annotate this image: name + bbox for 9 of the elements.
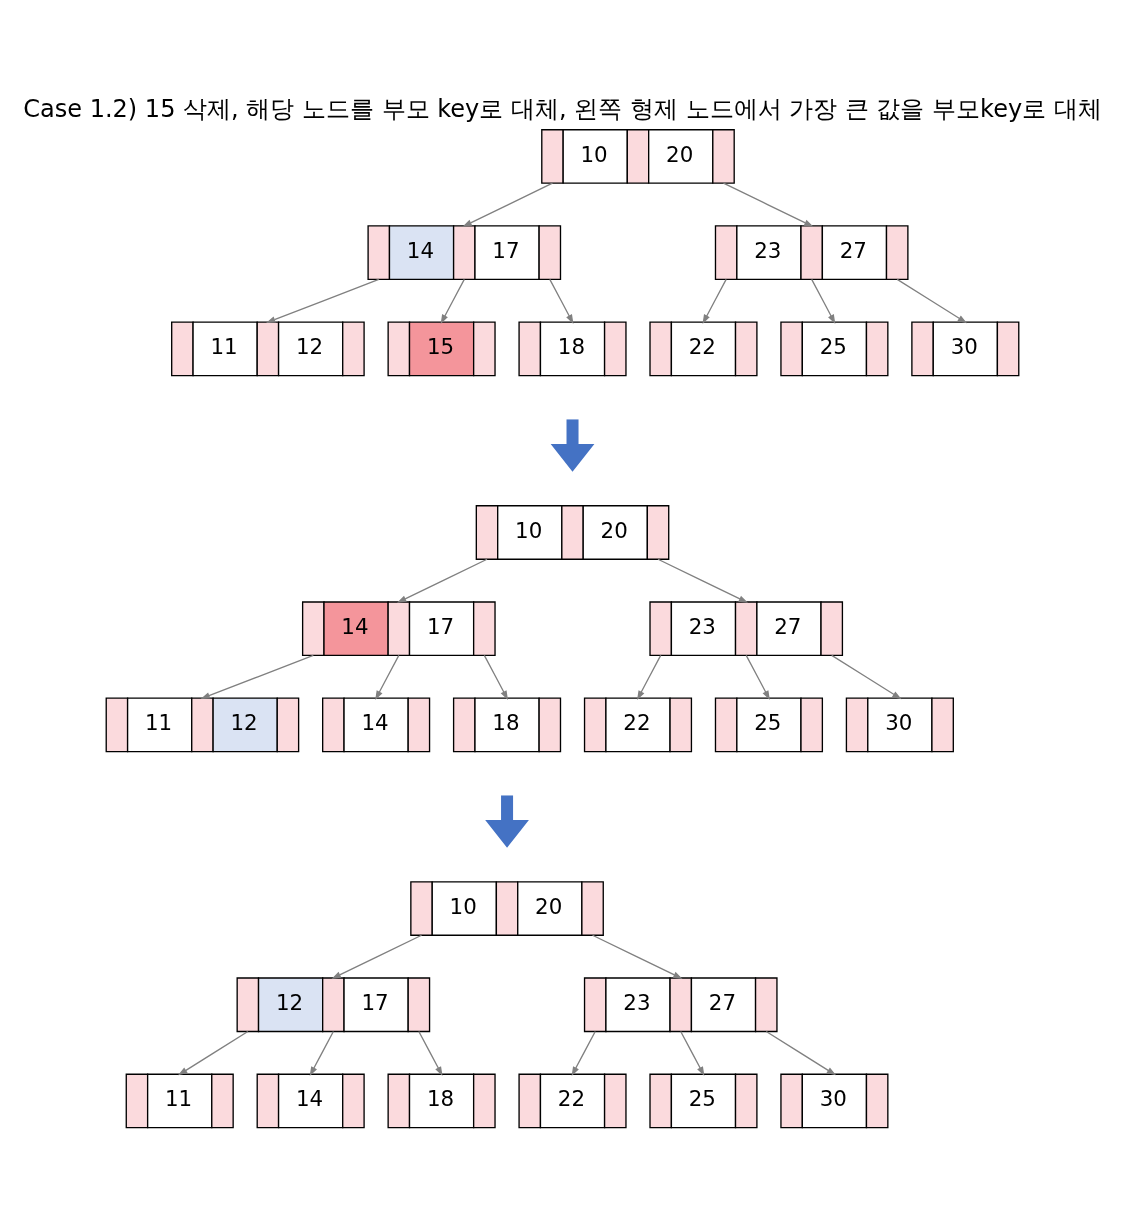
- node-text: 11 12: [144, 709, 258, 735]
- node-text: 23 27: [623, 989, 736, 1015]
- node-text: 23 27: [688, 613, 802, 639]
- node-text: 10 20: [449, 893, 563, 919]
- node-text: 23 27: [754, 237, 867, 263]
- node-text: 10 20: [515, 517, 628, 543]
- diagram-title: Case 1.2) 15 삭제, 해당 노드를 부모 key로 대체, 왼쪽 형제 노드에서 가장 큰 값을 부모key로 대체: [23, 94, 1102, 123]
- node-text: 10 20: [580, 141, 694, 167]
- node-text: 11 12: [210, 333, 324, 359]
